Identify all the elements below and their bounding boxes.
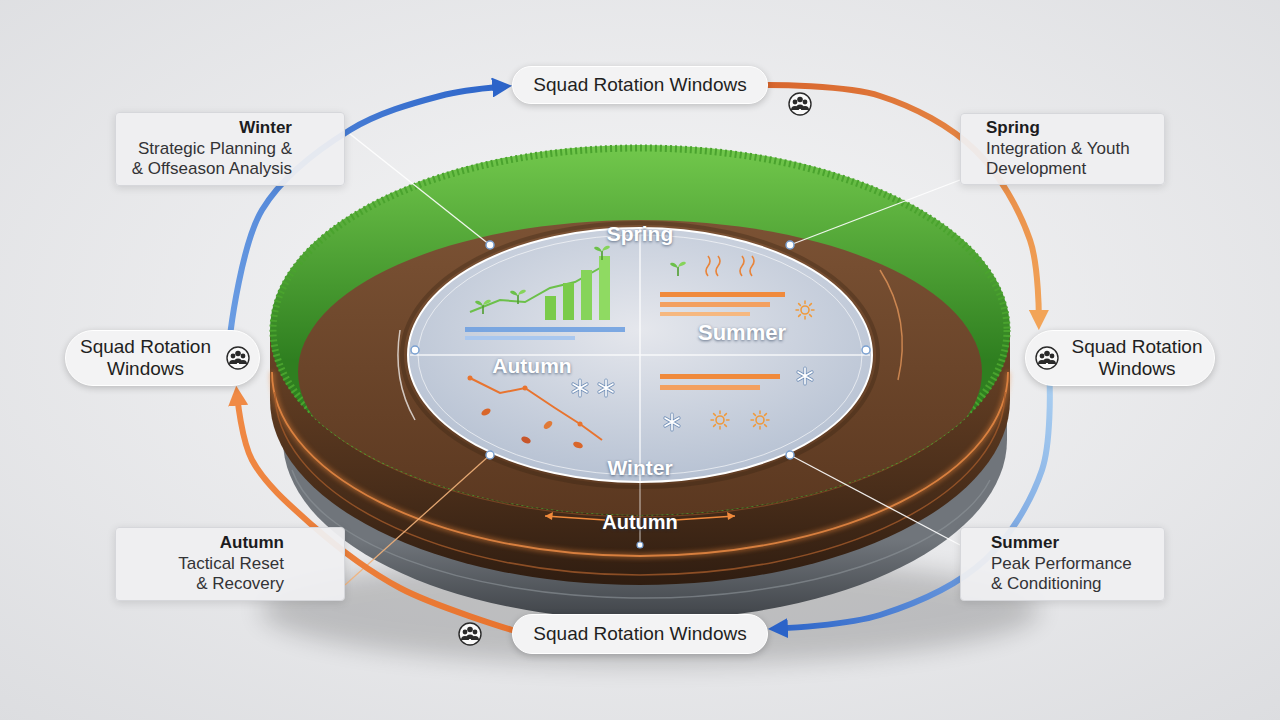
- anchor-dot: [486, 241, 494, 249]
- group-icon: [227, 347, 249, 369]
- progress-bar: [465, 327, 625, 332]
- season-bar: [660, 374, 780, 379]
- decline-line: [470, 378, 602, 440]
- growth-bar: [581, 270, 592, 320]
- season-quadrant-label: Summer: [698, 320, 786, 346]
- growth-bar: [563, 283, 574, 320]
- leader-line: [345, 130, 490, 245]
- season-quadrant-label: Winter: [607, 456, 672, 480]
- sprout-icon: [670, 262, 686, 276]
- leader-line: [790, 180, 960, 245]
- season-description: Tactical Reset & Recovery: [169, 554, 284, 595]
- decline-point: [523, 386, 528, 391]
- disc-flow-arc: [880, 270, 902, 380]
- season-description: Strategic Planning & & Offseason Analysi…: [127, 139, 292, 180]
- season-bar: [660, 385, 760, 390]
- disc-rim-shadow: [402, 223, 878, 487]
- cycle-arrow: [768, 85, 1039, 318]
- leaf-icon: [572, 440, 583, 449]
- anchor-dot: [786, 451, 794, 459]
- leaf-icon: [520, 435, 532, 445]
- autumn-arrow-line: [545, 516, 605, 520]
- season-callout: WinterStrategic Planning & & Offseason A…: [115, 112, 345, 186]
- heat-wave: [706, 256, 754, 276]
- anchor-dot: [411, 346, 419, 354]
- quadrant-divider: [410, 228, 870, 482]
- snowflake-icon: [599, 380, 613, 396]
- sun-icon: [751, 411, 769, 429]
- cycle-arrow: [231, 87, 500, 330]
- disc-flow-arc: [398, 330, 415, 420]
- heat-bar: [660, 312, 750, 316]
- pill-text: Squad Rotation Windows: [1066, 336, 1208, 380]
- pill-text: Squad Rotation Windows: [74, 336, 217, 380]
- season-heading: Summer: [991, 533, 1059, 553]
- leader-line: [790, 455, 960, 545]
- season-heading: Autumn: [220, 533, 284, 553]
- autumn-arrow-line: [675, 516, 735, 520]
- glass-disc: [408, 228, 872, 482]
- season-description: Integration & Youth Development: [986, 139, 1161, 180]
- anchor-dot: [637, 542, 643, 548]
- sprout-icon: [594, 246, 610, 260]
- season-heading: Winter: [239, 118, 292, 138]
- rotation-pill: Squad Rotation Windows: [512, 66, 768, 104]
- heat-bar: [660, 292, 785, 297]
- snowflake-icon: [665, 414, 679, 430]
- rotation-pill: Squad Rotation Windows: [512, 614, 768, 654]
- pill-text: Squad Rotation Windows: [533, 623, 746, 645]
- sprout-icon: [475, 300, 491, 314]
- sun-icon: [711, 411, 729, 429]
- season-quadrant-label: Autumn: [492, 354, 571, 378]
- group-icon: [459, 623, 481, 645]
- anchor-dot: [486, 451, 494, 459]
- season-quadrant-label: Spring: [607, 222, 674, 246]
- season-callout: SummerPeak Performance & Conditioning: [960, 527, 1165, 601]
- dirt-top: [298, 220, 982, 524]
- decline-point: [468, 376, 473, 381]
- autumn-arrow-head: [545, 512, 553, 520]
- decline-point: [578, 422, 583, 427]
- growth-line: [470, 268, 600, 312]
- season-callout: SpringIntegration & Youth Development: [960, 113, 1165, 185]
- progress-bar: [465, 336, 575, 340]
- leaf-icon: [542, 419, 554, 430]
- sprout-icon: [510, 290, 526, 304]
- group-icon: [1036, 347, 1058, 369]
- anchor-dot: [862, 346, 870, 354]
- season-description: Peak Performance & Conditioning: [991, 554, 1141, 595]
- growth-bar: [599, 256, 610, 320]
- rotation-pill: Squad Rotation Windows: [65, 330, 260, 386]
- snowflake-icon: [798, 368, 812, 384]
- leaf-icon: [480, 407, 492, 417]
- growth-bar: [545, 296, 556, 320]
- season-heading: Spring: [986, 118, 1040, 138]
- season-callout: AutumnTactical Reset & Recovery: [115, 527, 345, 601]
- pill-text: Squad Rotation Windows: [533, 74, 746, 96]
- group-icon: [789, 93, 811, 115]
- season-quadrant-label: Autumn: [602, 511, 678, 534]
- sun-icon: [796, 301, 814, 319]
- rotation-pill: Squad Rotation Windows: [1025, 330, 1215, 386]
- anchor-dot: [786, 241, 794, 249]
- autumn-arrow-head: [727, 512, 735, 520]
- snowflake-icon: [573, 380, 587, 396]
- heat-bar: [660, 302, 770, 307]
